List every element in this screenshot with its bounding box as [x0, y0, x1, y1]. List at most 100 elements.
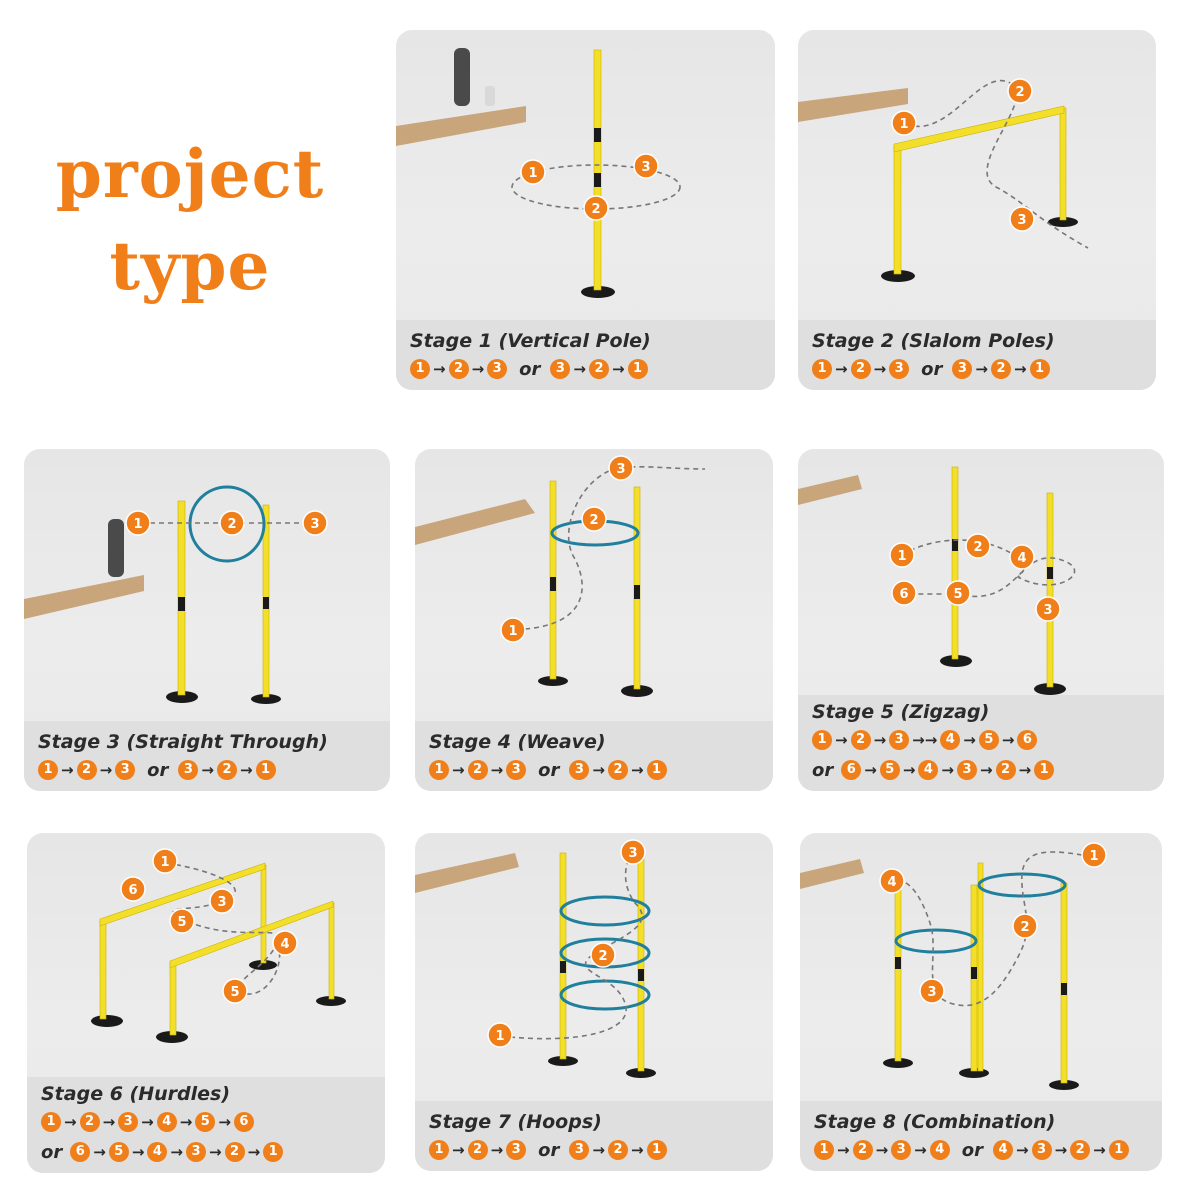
stage-4-illustration: 1 2 3 — [415, 455, 706, 697]
marker-2: 2 — [583, 195, 609, 221]
arrow-icon: → — [218, 1113, 231, 1131]
pole-joint — [263, 597, 269, 609]
marker-1: 1 — [889, 542, 915, 568]
headline-line-1: project — [55, 135, 325, 213]
svg-text:2: 2 — [1020, 920, 1029, 935]
step-badge: 2 — [995, 760, 1016, 780]
arrow-icon: → — [452, 1141, 465, 1159]
svg-text:2: 2 — [589, 513, 598, 528]
pole-base — [883, 1058, 913, 1068]
stage-6-illustration: 1 6 3 5 4 5 — [91, 848, 346, 1043]
step-badge: 6 — [233, 1112, 254, 1132]
stage-8-illustration: 1 2 3 4 — [800, 842, 1107, 1090]
step-badge: 1 — [814, 1140, 834, 1160]
svg-text:2: 2 — [973, 540, 982, 555]
arrow-icon: → — [490, 1141, 504, 1159]
stage-2-title: Stage 2 (Slalom Poles) — [812, 330, 1055, 352]
svg-text:3: 3 — [217, 895, 226, 910]
step-badge: 2 — [467, 760, 488, 780]
arrow-icon: → — [208, 1143, 222, 1161]
step-badge: 5 — [108, 1142, 129, 1162]
step-badge: 3 — [506, 1140, 527, 1160]
arrow-icon: → — [131, 1143, 145, 1161]
hurdle-2-bar — [169, 900, 334, 969]
arrow-icon: → — [1054, 1141, 1068, 1159]
shelf — [798, 88, 908, 122]
headline: project type — [40, 128, 340, 312]
arrow-icon: → — [433, 360, 446, 378]
marker-2: 2 — [1012, 913, 1038, 939]
svg-text:1: 1 — [495, 1029, 504, 1044]
stage-1-illustration: 1 2 3 — [396, 48, 681, 298]
step-badge: 5 — [978, 730, 999, 750]
marker-5: 5 — [169, 908, 195, 934]
marker-3: 3 — [620, 839, 646, 865]
arrow-icon: → — [141, 1113, 154, 1131]
pole-base — [1049, 1080, 1079, 1090]
stage-4-title: Stage 4 (Weave) — [429, 731, 606, 753]
pole-joint — [638, 969, 644, 981]
arrow-icon: → — [873, 360, 887, 378]
arrow-icon: →→ — [912, 731, 938, 749]
arrow-icon: → — [902, 761, 916, 779]
svg-text:1: 1 — [899, 117, 908, 132]
arrow-icon: → — [471, 360, 485, 378]
step-badge: 2 — [224, 1142, 245, 1162]
arrow-icon: → — [452, 761, 465, 779]
shelf — [415, 853, 519, 893]
step-badge: 3 — [1031, 1140, 1052, 1160]
marker-5: 5 — [945, 580, 971, 606]
step-badge: 3 — [891, 1140, 912, 1160]
step-badge: 1 — [1029, 359, 1050, 379]
step-badge: 1 — [1034, 760, 1055, 780]
marker-3: 3 — [919, 978, 945, 1004]
marker-1: 1 — [500, 617, 526, 643]
svg-text:4: 4 — [1017, 551, 1026, 566]
path-curve — [901, 539, 1076, 597]
or-label: or — [519, 358, 541, 380]
stage-5-title: Stage 5 (Zigzag) — [812, 701, 990, 723]
step-badge: 4 — [156, 1112, 177, 1132]
arrow-icon: → — [914, 1141, 927, 1159]
pole-base — [881, 270, 915, 282]
pole-3 — [977, 862, 984, 1072]
arrow-icon: → — [170, 1143, 183, 1161]
svg-text:2: 2 — [1015, 85, 1024, 100]
step-badge: 3 — [889, 730, 910, 750]
pole-left — [893, 145, 902, 275]
arrow-icon: → — [975, 360, 988, 378]
svg-text:3: 3 — [616, 462, 625, 477]
step-badge: 4 — [918, 760, 939, 780]
pole-joint — [550, 577, 556, 591]
pole-base — [166, 691, 198, 703]
pole-base — [977, 1072, 979, 1074]
step-badge: 3 — [569, 760, 590, 780]
arrow-icon: → — [179, 1113, 193, 1131]
hoop-low — [894, 928, 978, 954]
step-badge: 3 — [550, 359, 571, 379]
marker-3: 3 — [633, 153, 659, 179]
arrow-icon: → — [93, 1143, 106, 1161]
svg-text:2: 2 — [227, 517, 236, 532]
arrow-icon: → — [835, 360, 848, 378]
vase-small — [485, 86, 495, 106]
pole-joint — [178, 597, 185, 611]
step-badge: 3 — [185, 1142, 206, 1162]
marker-5b: 5 — [222, 978, 248, 1004]
hurdle-1-pole-left — [99, 920, 107, 1020]
pole-base — [1048, 217, 1078, 227]
arrow-icon: → — [864, 761, 877, 779]
step-badge: 1 — [812, 359, 832, 379]
step-badge: 1 — [627, 359, 648, 379]
pole-base — [538, 676, 568, 686]
